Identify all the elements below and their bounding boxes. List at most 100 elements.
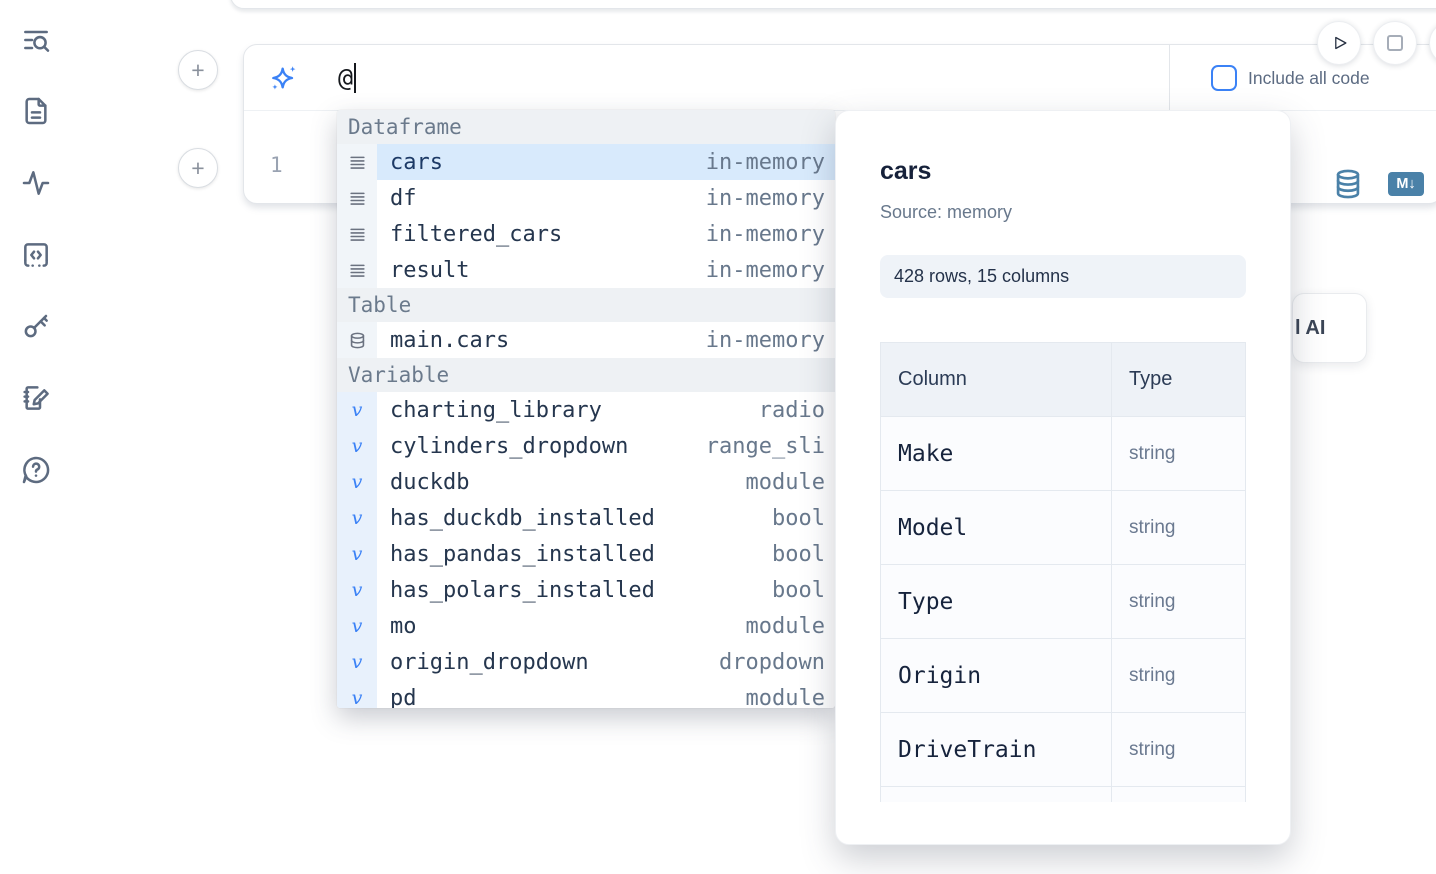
- variable-icon: v: [337, 392, 377, 428]
- variable-icon: v: [337, 500, 377, 536]
- autocomplete-section-header: Variable: [337, 358, 835, 392]
- item-type: bool: [772, 541, 825, 567]
- ai-prompt-row: @: [244, 45, 1436, 111]
- schema-column-name: [880, 786, 1112, 802]
- left-sidebar: [0, 0, 72, 874]
- schema-column-name: Type: [880, 564, 1112, 639]
- stop-icon: [1387, 35, 1403, 51]
- activity-icon[interactable]: [20, 167, 52, 199]
- ai-prompt-input[interactable]: @: [338, 62, 357, 93]
- item-name: result: [390, 257, 470, 283]
- plus-icon: +: [191, 56, 205, 83]
- item-type: bool: [772, 577, 825, 603]
- schema-row: [880, 786, 1246, 802]
- item-type: radio: [758, 397, 825, 423]
- dataframe-preview-popup: cars Source: memory 428 rows, 15 columns…: [835, 110, 1291, 845]
- include-all-code-label: Include all code: [1248, 67, 1370, 88]
- run-cell-button[interactable]: [1317, 21, 1361, 65]
- plus-icon: +: [191, 154, 205, 181]
- cell-action-icons: M↓: [1334, 168, 1424, 200]
- variable-icon: v: [337, 680, 377, 708]
- stop-kernel-button[interactable]: [1373, 21, 1417, 65]
- dataframe-icon: [337, 252, 377, 288]
- ai-button-label: l AI: [1295, 316, 1326, 339]
- autocomplete-item-content: has_polars_installed bool: [377, 572, 835, 608]
- table-icon: [337, 322, 377, 358]
- variable-icon: v: [337, 536, 377, 572]
- ai-action-button[interactable]: l AI: [1292, 293, 1367, 363]
- variable-icon: v: [337, 428, 377, 464]
- item-name: has_polars_installed: [390, 577, 655, 603]
- autocomplete-item-content: origin_dropdown dropdown: [377, 644, 835, 680]
- dataframe-icon: [337, 180, 377, 216]
- item-name: df: [390, 185, 417, 211]
- item-type: bool: [772, 505, 825, 531]
- line-number: 1: [270, 153, 283, 177]
- schema-column-name: DriveTrain: [880, 712, 1112, 787]
- schema-column-type: [1111, 786, 1246, 802]
- item-name: cars: [390, 149, 443, 175]
- autocomplete-item-origin_dropdown[interactable]: v origin_dropdown dropdown: [337, 644, 835, 680]
- item-type: module: [745, 469, 825, 495]
- item-name: origin_dropdown: [390, 649, 589, 675]
- add-cell-button-bottom[interactable]: +: [178, 148, 218, 188]
- variable-icon: v: [337, 608, 377, 644]
- autocomplete-item-content: cars in-memory: [377, 144, 835, 180]
- autocomplete-item-has_polars_installed[interactable]: v has_polars_installed bool: [337, 572, 835, 608]
- schema-column-name: Model: [880, 490, 1112, 565]
- schema-column-name: Origin: [880, 638, 1112, 713]
- autocomplete-item-content: cylinders_dropdown range_sli: [377, 428, 835, 464]
- toc-search-icon[interactable]: [20, 24, 52, 56]
- schema-column-name: Make: [880, 416, 1112, 491]
- item-type: module: [745, 613, 825, 639]
- dataframe-icon: [337, 216, 377, 252]
- item-type: dropdown: [719, 649, 825, 675]
- schema-header-row: Column Type: [880, 342, 1246, 417]
- item-name: cylinders_dropdown: [390, 433, 629, 459]
- item-type: in-memory: [705, 149, 825, 175]
- variable-icon: v: [337, 572, 377, 608]
- item-name: has_pandas_installed: [390, 541, 655, 567]
- autocomplete-item-has_pandas_installed[interactable]: v has_pandas_installed bool: [337, 536, 835, 572]
- item-type: module: [745, 685, 825, 709]
- document-icon[interactable]: [20, 95, 52, 127]
- item-type: range_sli: [705, 433, 825, 459]
- help-icon[interactable]: [20, 454, 52, 486]
- item-name: duckdb: [390, 469, 470, 495]
- include-all-code-checkbox[interactable]: [1211, 65, 1237, 91]
- scratchpad-icon[interactable]: [20, 382, 52, 414]
- code-snippets-icon[interactable]: [20, 239, 52, 271]
- key-icon[interactable]: [20, 310, 52, 342]
- item-type: in-memory: [705, 257, 825, 283]
- autocomplete-item-result[interactable]: result in-memory: [337, 252, 835, 288]
- schema-header-type: Type: [1111, 342, 1246, 417]
- schema-header-column: Column: [880, 342, 1112, 417]
- variable-icon: v: [337, 644, 377, 680]
- item-name: filtered_cars: [390, 221, 563, 247]
- autocomplete-item-cars[interactable]: cars in-memory: [337, 144, 835, 180]
- autocomplete-item-cylinders_dropdown[interactable]: v cylinders_dropdown range_sli: [337, 428, 835, 464]
- add-cell-button-top[interactable]: +: [178, 50, 218, 90]
- previous-cell-edge: [230, 0, 1436, 9]
- markdown-export-icon[interactable]: M↓: [1388, 172, 1424, 196]
- database-icon[interactable]: [1334, 168, 1362, 200]
